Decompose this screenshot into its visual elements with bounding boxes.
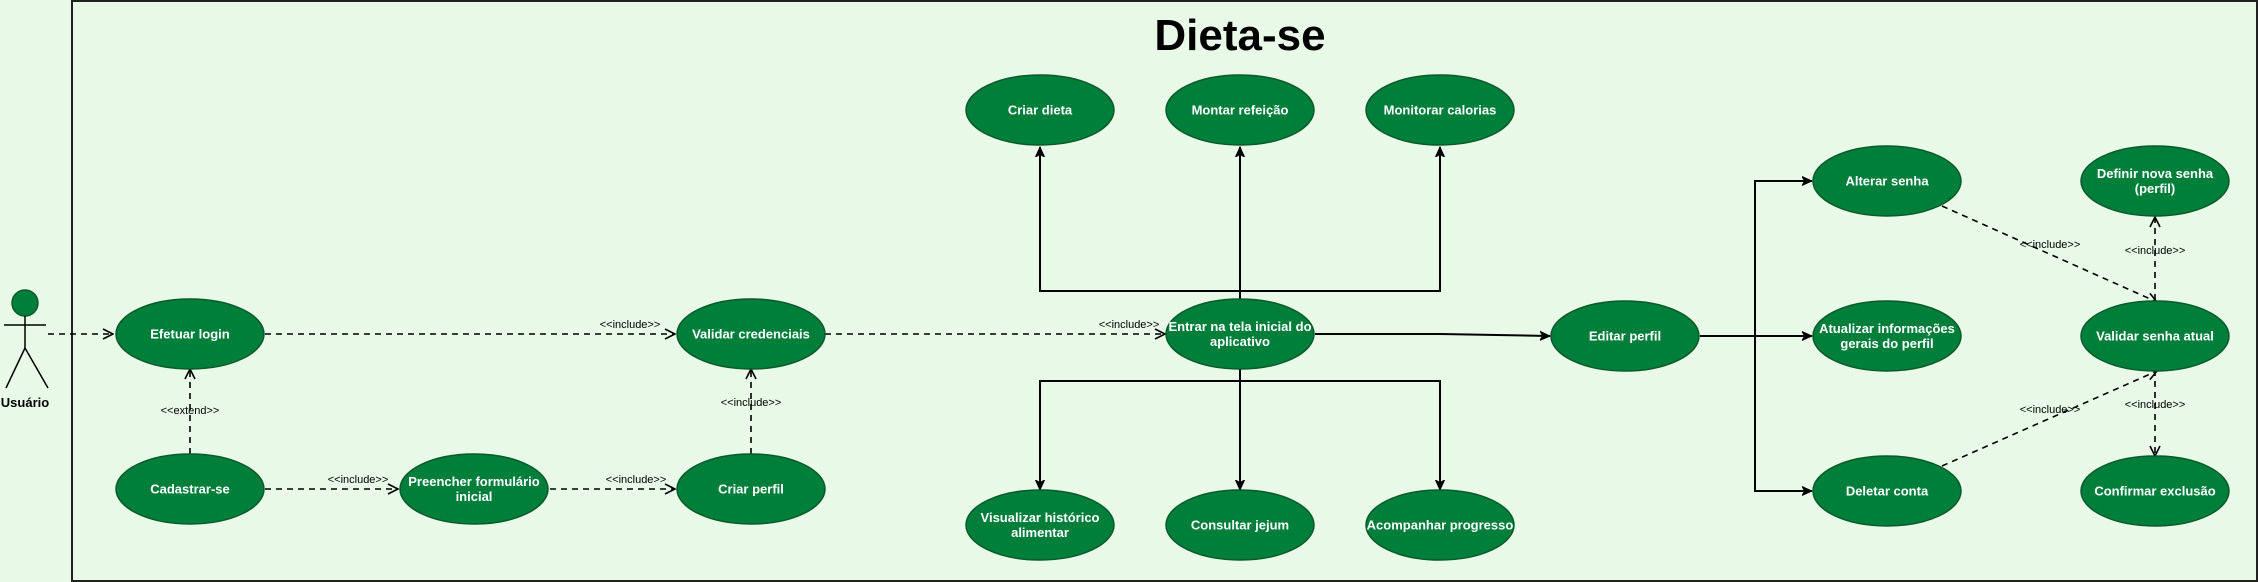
use-case-deletar-conta[interactable]: Deletar conta [1812, 455, 1962, 527]
include-label-alterar: <<include>> [2020, 239, 2081, 251]
use-case-label: Preencher formulário [408, 474, 540, 489]
use-case-ellipse [676, 453, 826, 525]
use-case-ellipse [1165, 74, 1315, 146]
use-case-ellipse [2080, 300, 2230, 372]
use-case-label: alimentar [1011, 525, 1069, 540]
use-case-montar-refeicao[interactable]: Montar refeição [1165, 74, 1315, 146]
use-case-label: Validar senha atual [2096, 329, 2214, 344]
use-case-label: Entrar na tela inicial do [1168, 319, 1311, 334]
tela-to-visualizar-historico [1040, 369, 1241, 490]
use-case-definir-nova-senha[interactable]: Definir nova senha(perfil) [2080, 145, 2230, 217]
relation-labels: <<include>> <<include>> <<extend>> <<inc… [161, 239, 2186, 486]
use-case-ellipse [1165, 489, 1315, 561]
use-case-label: Acompanhar progresso [1367, 518, 1514, 533]
use-case-label: Montar refeição [1192, 103, 1289, 118]
use-case-label: Editar perfil [1589, 329, 1661, 344]
use-case-label: Efetuar login [150, 327, 230, 342]
actor-usuario[interactable]: Usuário [1, 289, 49, 410]
use-case-label: Alterar senha [1845, 174, 1929, 189]
use-case-validar-credenciais[interactable]: Validar credenciais [676, 298, 826, 370]
extend-label-cadastrar: <<extend>> [161, 405, 220, 417]
tela-to-criar-dieta [1040, 147, 1241, 299]
use-case-label: Criar perfil [718, 482, 784, 497]
tela-to-editar-perfil [1315, 334, 1550, 336]
use-case-validar-senha-atual[interactable]: Validar senha atual [2080, 300, 2230, 372]
system-title: Dieta-se [1154, 11, 1325, 60]
use-case-label: inicial [456, 489, 493, 504]
use-case-ellipse [1365, 489, 1515, 561]
actor-head [11, 289, 39, 317]
deletar-to-validar-senha [1941, 371, 2157, 467]
use-case-ellipse [1812, 145, 1962, 217]
include-label-confirmar: <<include>> [2125, 399, 2186, 411]
use-case-ellipse [2080, 455, 2230, 527]
solid-connections [1040, 147, 1812, 491]
include-label-nova-senha: <<include>> [2125, 245, 2186, 257]
include-label-criar-perfil: <<include>> [606, 474, 667, 486]
use-case-acompanhar-progresso[interactable]: Acompanhar progresso [1365, 489, 1515, 561]
include-label-login: <<include>> [600, 319, 661, 331]
actor-right-leg [24, 347, 49, 389]
use-case-criar-perfil[interactable]: Criar perfil [676, 453, 826, 525]
use-case-label: Criar dieta [1008, 103, 1073, 118]
use-case-label: Atualizar informações [1819, 321, 1955, 336]
include-label-deletar: <<include>> [2020, 404, 2081, 416]
editar-to-alterar-senha [1700, 181, 1812, 337]
use-case-label: Cadastrar-se [150, 482, 230, 497]
use-case-editar-perfil[interactable]: Editar perfil [1550, 300, 1700, 372]
use-case-ellipse [1365, 74, 1515, 146]
use-case-ellipse [965, 489, 1115, 561]
actor-label: Usuário [1, 395, 49, 410]
use-case-label: gerais do perfil [1840, 336, 1933, 351]
use-case-ellipse [2080, 145, 2230, 217]
use-case-monitorar-calorias[interactable]: Monitorar calorias [1365, 74, 1515, 146]
use-case-ellipse [399, 453, 549, 525]
use-case-ellipse [1812, 455, 1962, 527]
use-case-ellipse [676, 298, 826, 370]
use-case-ellipse [1812, 300, 1962, 372]
use-case-label: Monitorar calorias [1384, 103, 1497, 118]
editar-to-deletar-conta [1754, 336, 1812, 491]
use-case-label: (perfil) [2135, 181, 2175, 196]
use-case-criar-dieta[interactable]: Criar dieta [965, 74, 1115, 146]
actor-left-leg [5, 347, 26, 389]
use-case-ellipse [965, 74, 1115, 146]
use-case-ellipse [115, 298, 265, 370]
tela-to-monitorar-calorias [1240, 147, 1440, 292]
include-label-criar-perfil-up: <<include>> [721, 397, 782, 409]
use-case-label: Definir nova senha [2097, 166, 2214, 181]
use-case-cadastrar-se[interactable]: Cadastrar-se [115, 453, 265, 525]
use-case-ellipse [115, 453, 265, 525]
dashed-connections [48, 205, 2157, 489]
include-label-formulario: <<include>> [328, 474, 389, 486]
use-case-consultar-jejum[interactable]: Consultar jejum [1165, 489, 1315, 561]
use-case-label: aplicativo [1210, 334, 1270, 349]
use-case-alterar-senha[interactable]: Alterar senha [1812, 145, 1962, 217]
use-case-confirmar-exclusao[interactable]: Confirmar exclusão [2080, 455, 2230, 527]
include-label-validar: <<include>> [1099, 319, 1160, 331]
use-case-label: Confirmar exclusão [2094, 484, 2215, 499]
use-case-ellipse [1165, 298, 1315, 370]
tela-to-acompanhar-progresso [1240, 380, 1440, 490]
use-cases: Efetuar login Validar credenciais Entrar n… [115, 74, 2230, 561]
use-case-efetuar-login[interactable]: Efetuar login [115, 298, 265, 370]
use-case-ellipse [1550, 300, 1700, 372]
system-boundary [71, 0, 2258, 582]
use-case-label: Validar credenciais [692, 327, 810, 342]
use-case-label: Deletar conta [1846, 484, 1929, 499]
use-case-label: Consultar jejum [1191, 518, 1289, 533]
use-case-label: Visualizar histórico [981, 510, 1100, 525]
